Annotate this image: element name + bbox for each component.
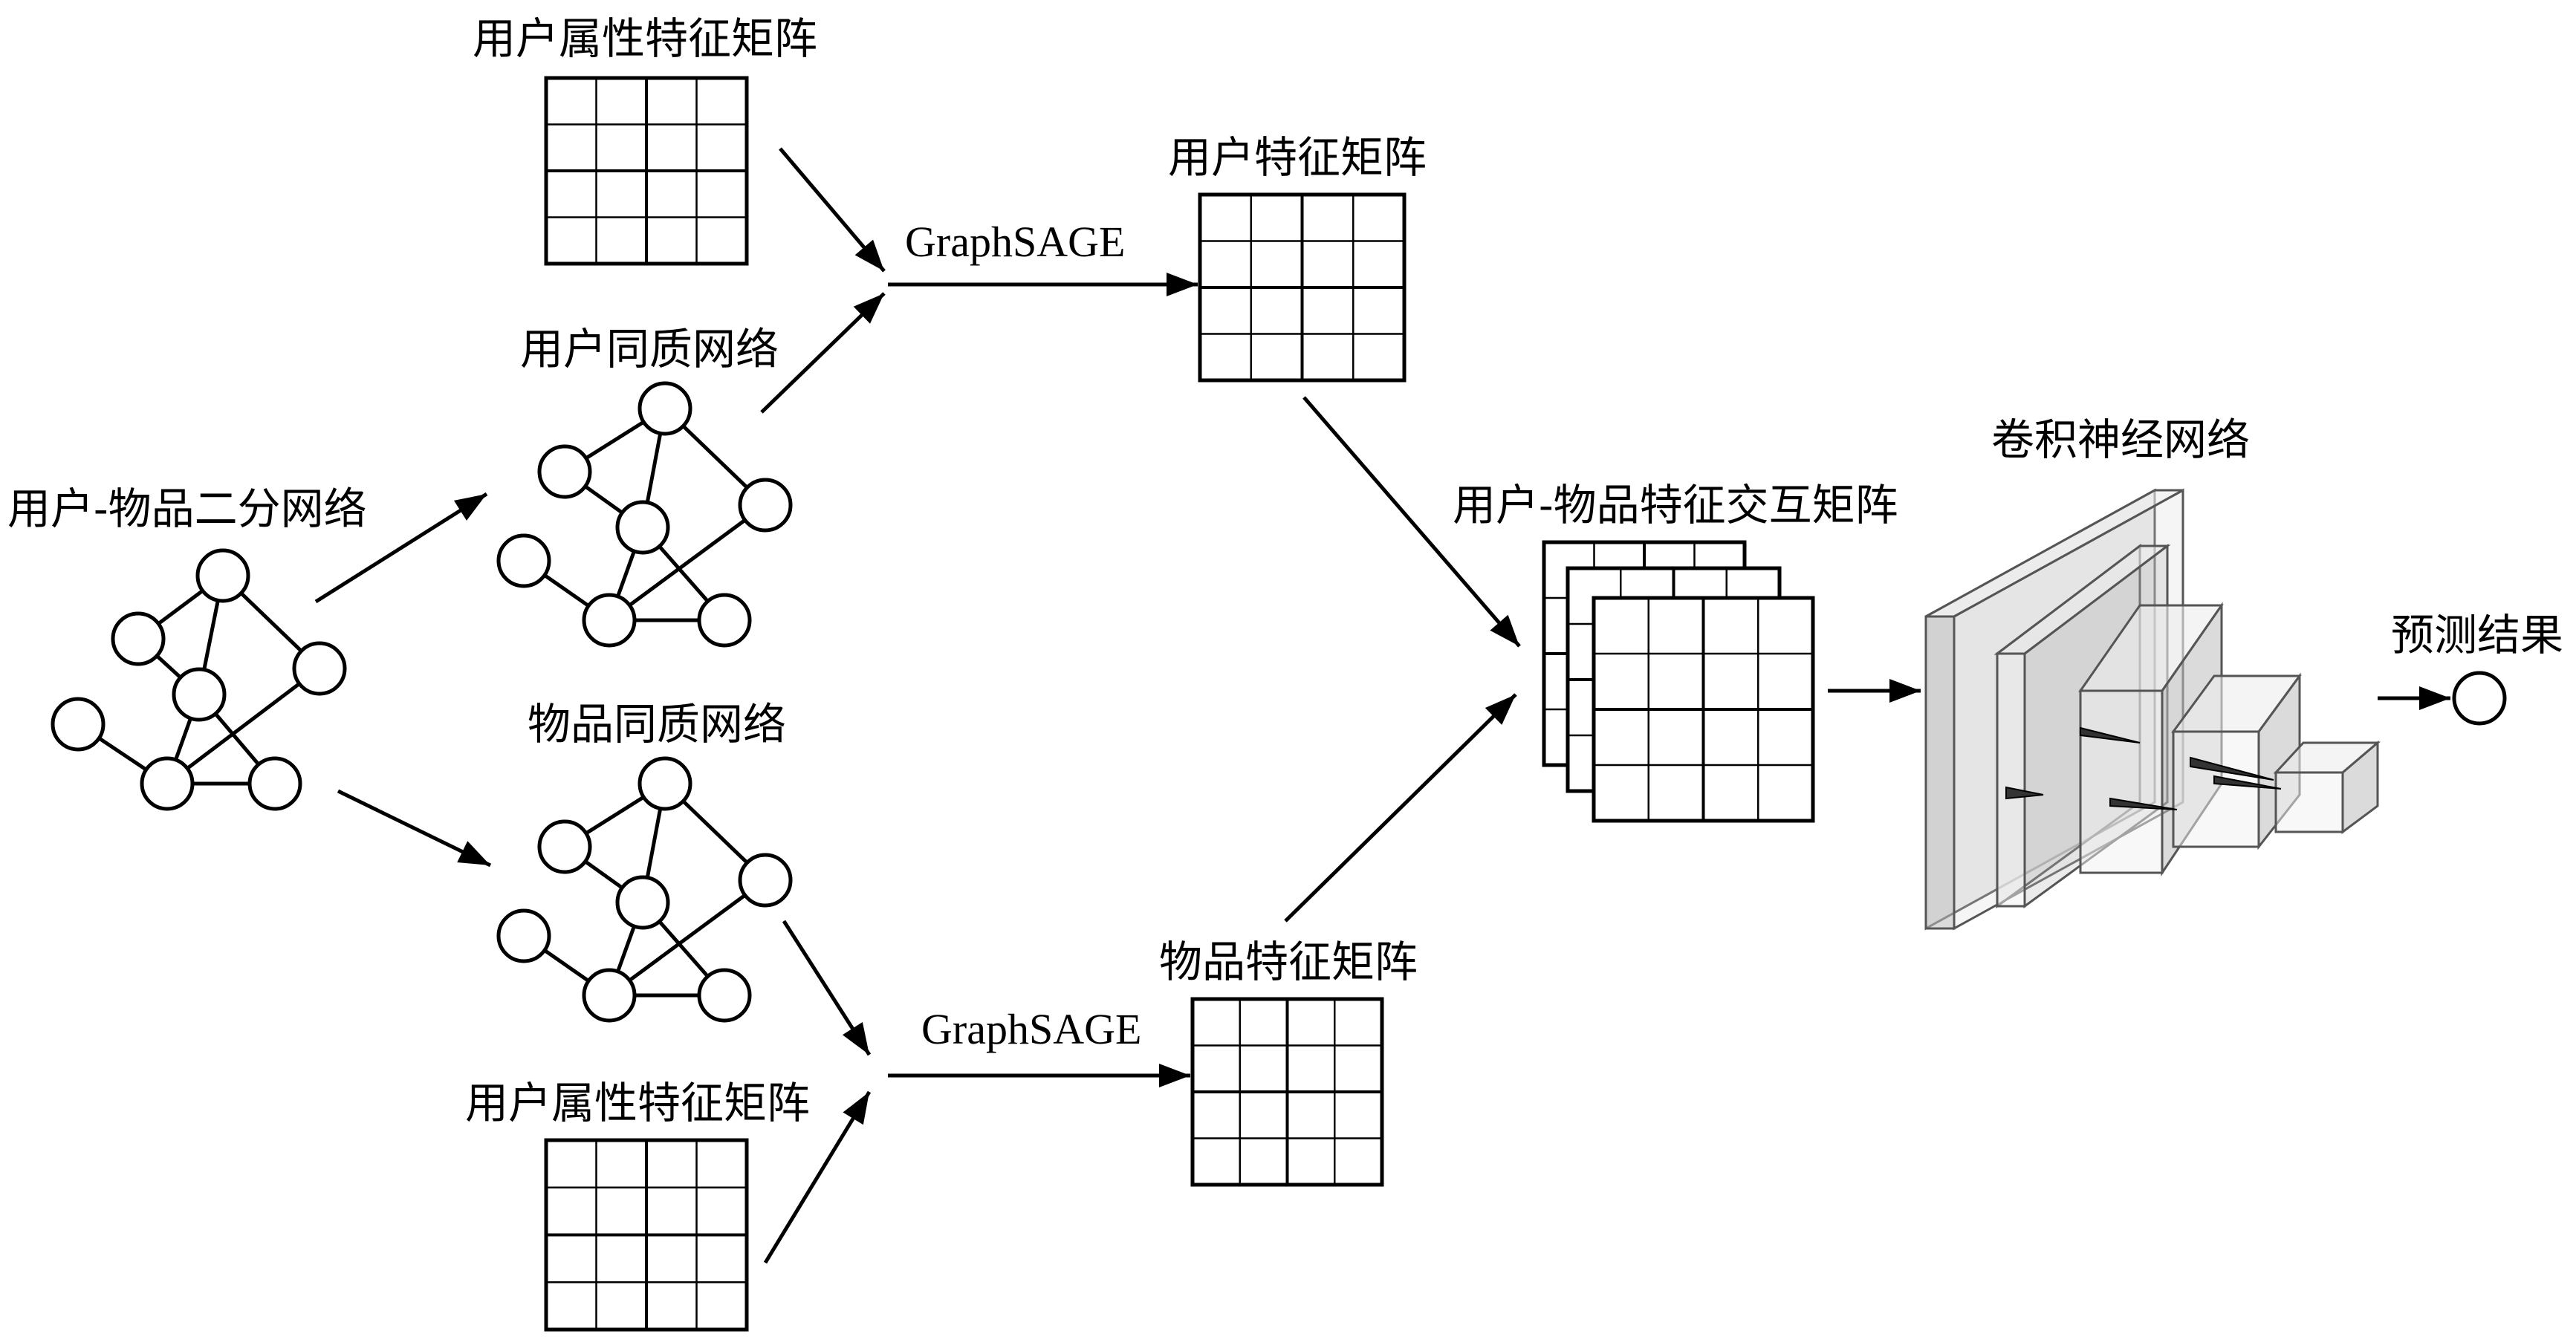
graphsage-bottom-label: GraphSAGE	[921, 1005, 1141, 1053]
item-feature-matrix-label: 物品特征矩阵	[1159, 937, 1418, 987]
user-attr-matrix-bottom	[544, 1138, 749, 1332]
graphsage-top-label: GraphSAGE	[905, 218, 1125, 266]
user-attr-matrix-top-label: 用户属性特征矩阵	[473, 13, 817, 64]
user-feature-matrix	[1198, 192, 1407, 383]
arrows	[314, 147, 2450, 1264]
prediction-node	[2452, 671, 2507, 726]
interaction-matrix-stack	[1542, 540, 1815, 823]
bipartite-network-graph	[51, 548, 347, 811]
item-homo-network-graph	[496, 756, 793, 1023]
item-homo-network-label: 物品同质网络	[528, 699, 786, 749]
cnn-label: 卷积神经网络	[1991, 414, 2250, 465]
user-homo-network-graph	[496, 381, 793, 648]
bipartite-network-label: 用户-物品二分网络	[7, 484, 367, 534]
interaction-matrix-label: 用户-物品特征交互矩阵	[1453, 480, 1898, 530]
item-feature-matrix	[1190, 997, 1384, 1187]
user-homo-network-label: 用户同质网络	[520, 324, 779, 374]
cnn-layers	[1924, 488, 2381, 931]
user-feature-matrix-label: 用户特征矩阵	[1168, 132, 1427, 183]
user-attr-matrix-bottom-label: 用户属性特征矩阵	[465, 1078, 810, 1128]
user-attr-matrix-top	[544, 76, 749, 266]
prediction-label: 预测结果	[2391, 610, 2563, 660]
